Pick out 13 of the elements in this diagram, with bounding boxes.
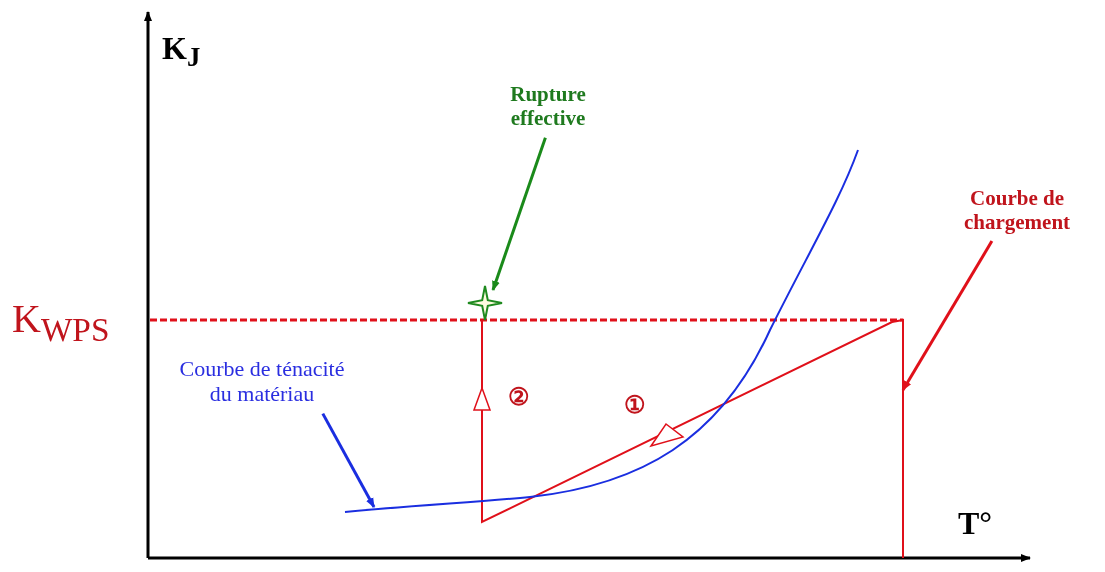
- leader-arrow: [321, 412, 376, 508]
- threshold-label: K$_{WPS}$: [12, 296, 110, 350]
- callout-text: Courbe de chargement: [947, 186, 1087, 235]
- leader-arrow: [491, 137, 547, 291]
- axis-label: K$_{J}$: [162, 30, 201, 74]
- loading-curve: [481, 318, 904, 559]
- step-number: ①: [624, 392, 646, 420]
- step-number: ②: [508, 384, 530, 412]
- axis-label: T°: [958, 505, 993, 542]
- toughness-curve: [344, 149, 859, 513]
- callout-text: Courbe de ténacité du matériau: [167, 356, 357, 407]
- callout-text: Rupture effective: [493, 82, 603, 131]
- leader-arrow: [901, 240, 994, 391]
